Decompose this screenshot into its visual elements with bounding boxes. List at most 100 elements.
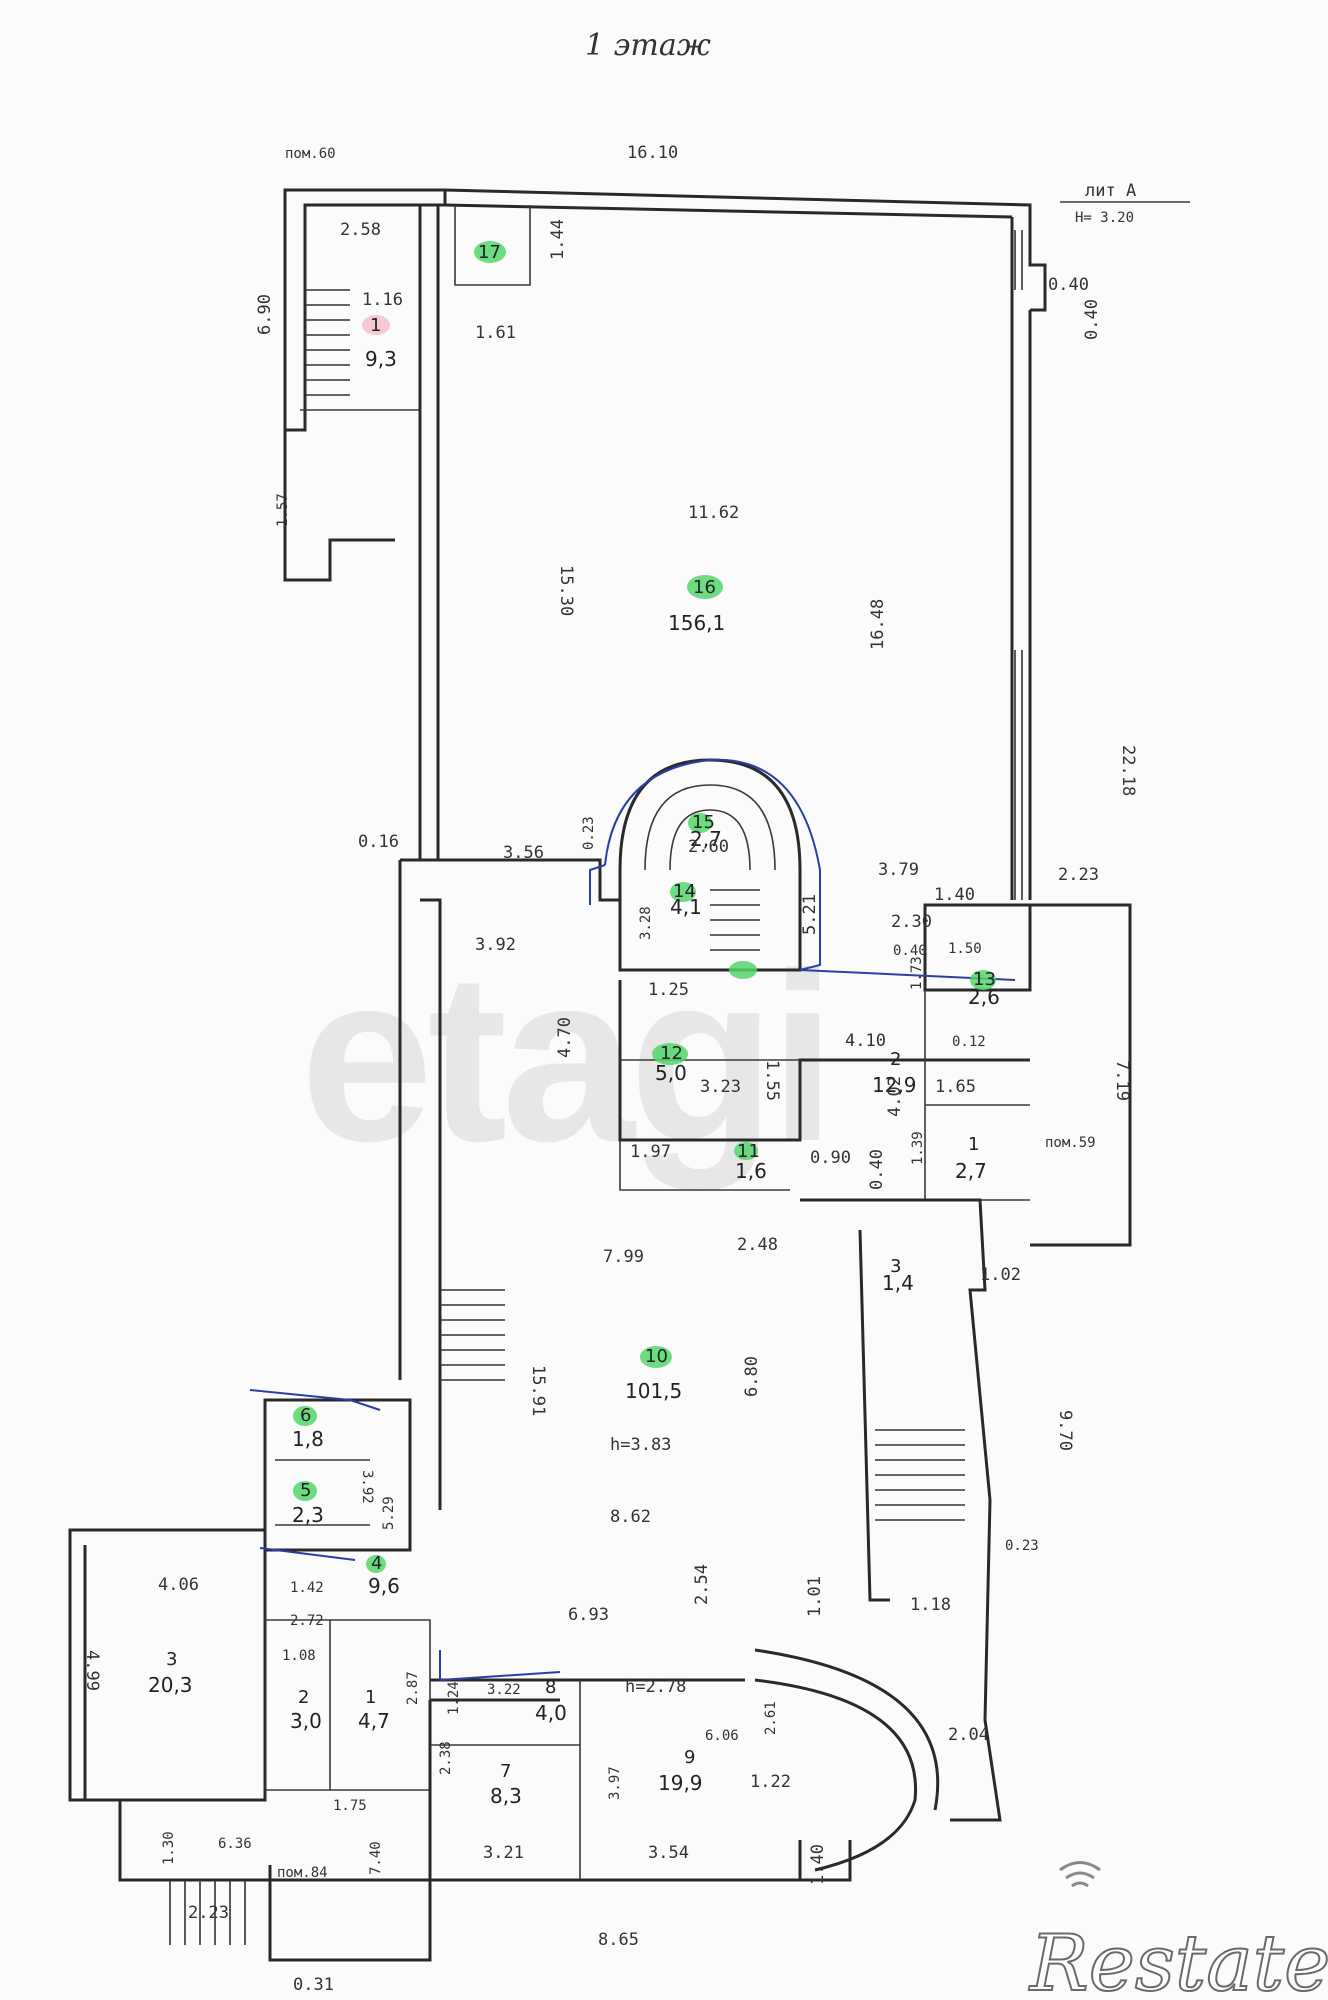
dimension: 9.70	[1055, 1410, 1075, 1451]
dimension: 1.73	[909, 956, 925, 990]
dimension: 2.48	[737, 1235, 778, 1255]
stairs-left-corridor	[440, 1289, 505, 1381]
dimension: 3.92	[359, 1470, 375, 1504]
height-label: h=3.83	[610, 1435, 671, 1455]
dimension: 22.18	[1118, 745, 1138, 796]
room-number: 7	[500, 1761, 511, 1782]
room-number: 15	[692, 812, 715, 833]
dimension: 3.92	[475, 935, 516, 955]
room-area: 156,1	[668, 611, 725, 635]
dimension: 6.36	[218, 1836, 252, 1852]
room-number: 1	[365, 1687, 376, 1708]
dimension: 0.23	[581, 816, 597, 850]
dimension: 3.28	[638, 906, 654, 940]
room-number: 2	[890, 1049, 901, 1070]
room-number: 3	[890, 1256, 901, 1277]
dimension: 2.87	[405, 1671, 421, 1705]
room-note: пом.59	[1045, 1135, 1096, 1151]
dimension: 5.29	[381, 1496, 397, 1530]
dimension: 2.04	[948, 1725, 989, 1745]
dimension: 15.30	[556, 565, 576, 616]
room-area: 2,7	[955, 1159, 987, 1183]
dimension: 1.61	[475, 323, 516, 343]
dimension: 6.80	[742, 1356, 762, 1397]
dimension: 15.91	[528, 1365, 548, 1416]
room-area: 4,1	[670, 895, 702, 919]
walls	[68, 188, 1132, 1962]
dimension: 1.22	[750, 1772, 791, 1792]
dimension: 1.40	[808, 1844, 828, 1885]
dimension: 0.31	[293, 1975, 334, 1995]
dimension: 1.50	[948, 941, 982, 957]
dimension: 0.90	[810, 1148, 851, 1168]
room-area: 9,3	[365, 347, 397, 371]
room-badges	[293, 241, 996, 1573]
dimension: 0.23	[1005, 1538, 1039, 1554]
stairs-right-corridor	[875, 1429, 965, 1521]
dimension: 1.42	[290, 1580, 324, 1596]
dimension: 1.24	[446, 1681, 462, 1715]
dimension: 4.02	[885, 1076, 905, 1117]
dimension: 1.97	[630, 1142, 671, 1162]
room-number: 2	[298, 1687, 309, 1708]
room-note: пом.60	[285, 146, 336, 162]
room-area: 9,6	[368, 1574, 400, 1598]
dimension: 0.12	[952, 1034, 986, 1050]
dimension: 2.58	[340, 220, 381, 240]
room-number: 1	[370, 315, 381, 336]
dimension: 6.93	[568, 1605, 609, 1625]
room-labels: 1 9,3 17 16 156,1 15 2,7 14 4,1 13 2,6 1…	[148, 242, 1000, 1808]
room-number: 1	[968, 1134, 979, 1155]
room-area: 8,3	[490, 1784, 522, 1808]
dimension: 1.55	[762, 1060, 782, 1101]
dimension: 1.18	[910, 1595, 951, 1615]
stairs-central	[710, 889, 760, 951]
dimension: 2.61	[763, 1701, 779, 1735]
dimension: 0.16	[358, 832, 399, 852]
dimension: 4.10	[845, 1031, 886, 1051]
room-area: 20,3	[148, 1673, 193, 1697]
dimension: 0.40	[1082, 299, 1102, 340]
dimension: 1.08	[282, 1648, 316, 1664]
room-area: 1,6	[735, 1159, 767, 1183]
dimension: 2.23	[188, 1903, 229, 1923]
room-number: 5	[300, 1480, 311, 1501]
dimension: 0.40	[1048, 275, 1089, 295]
dimension: 2.23	[1058, 865, 1099, 885]
dimension-labels: 16.10 2.58 1.16 6.90 1.61 1.44 0.40 0.40…	[82, 143, 1138, 1995]
dimension: 6.06	[705, 1728, 739, 1744]
dimension: 1.16	[362, 290, 403, 310]
dimension: 5.21	[800, 894, 820, 935]
height-top-label: H= 3.20	[1075, 210, 1134, 226]
dimension: 1.44	[548, 219, 568, 260]
dimension: 2.60	[688, 837, 729, 857]
room-number: 8	[545, 1677, 556, 1698]
stairs-top-left	[305, 289, 350, 396]
dimension: 7.19	[1112, 1060, 1132, 1101]
dimension: 3.22	[487, 1682, 521, 1698]
room-note: пом.84	[277, 1865, 328, 1881]
room-number: 6	[300, 1405, 311, 1426]
dimension: 7.99	[603, 1247, 644, 1267]
dimension: 7.40	[368, 1841, 384, 1875]
brand-name: Restate	[1028, 1919, 1328, 2000]
room-number: 3	[166, 1649, 177, 1670]
dimension: 1.30	[161, 1831, 177, 1865]
dimension: 1.39	[910, 1131, 926, 1165]
dimension: 0.40	[867, 1149, 887, 1190]
dimension: 16.48	[868, 599, 888, 650]
dimension: 8.62	[610, 1507, 651, 1527]
dimension: 3.56	[503, 843, 544, 863]
floor-title: 1 этаж	[585, 28, 711, 63]
dimension: 2.54	[692, 1564, 712, 1605]
room-area: 4,0	[535, 1701, 567, 1725]
restate-logo: Restate	[1027, 1861, 1328, 2000]
dimension: 0.40	[893, 943, 927, 959]
dimension: 4.99	[82, 1650, 102, 1691]
room-area: 2,3	[292, 1503, 324, 1527]
litera-label: лит А	[1085, 181, 1136, 201]
dimension: 11.62	[688, 503, 739, 523]
dimension: 1.02	[980, 1265, 1021, 1285]
dimension: 8.65	[598, 1930, 639, 1950]
